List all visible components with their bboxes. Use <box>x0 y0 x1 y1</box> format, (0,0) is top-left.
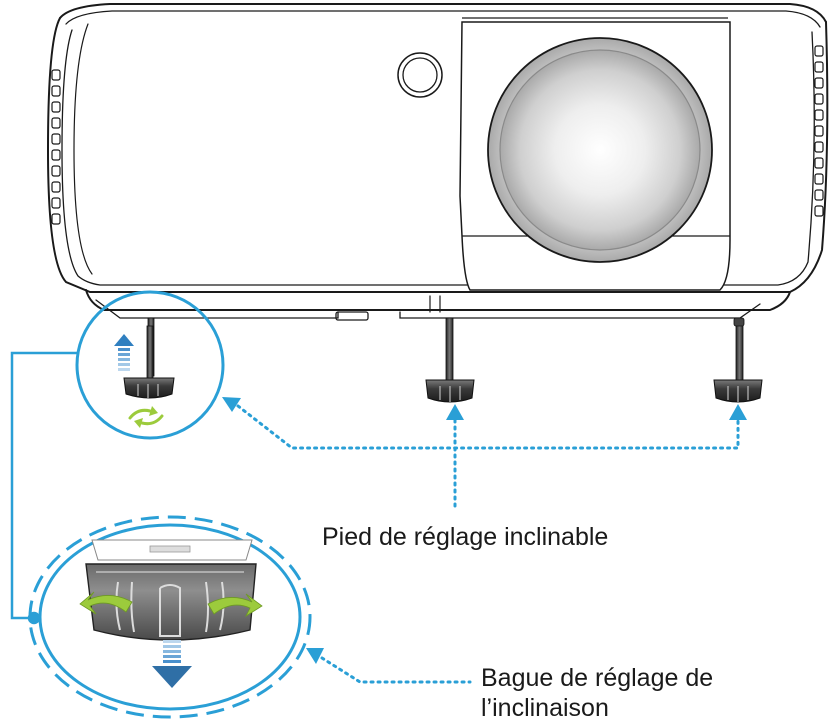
twist-left-arrow-icon <box>79 591 133 615</box>
rotate-arrow-icon <box>128 406 164 428</box>
right-vents <box>814 45 824 217</box>
foot-pointer-arrowheads <box>222 397 747 420</box>
projector-body <box>46 3 829 321</box>
callout-connector <box>10 351 78 625</box>
tilt-foot-label: Pied de réglage inclinable <box>322 523 609 551</box>
ring-zoom-callout <box>28 515 312 719</box>
up-arrow-icon <box>114 334 134 371</box>
ir-sensor <box>397 52 443 98</box>
ring-pointer-line <box>306 648 472 684</box>
tilt-ring-label-line2: l’inclinaison <box>481 694 609 722</box>
projection-lens <box>487 37 713 263</box>
foot-pointer-lines <box>236 404 740 512</box>
foot-zoom-callout <box>75 290 225 440</box>
tilt-ring-label-line1: Bague de réglage de <box>481 664 714 692</box>
twist-right-arrow-icon <box>207 593 263 618</box>
left-vents <box>51 69 61 225</box>
down-arrow-icon <box>152 640 192 688</box>
tilt-foot-center <box>425 317 475 403</box>
tilt-ring-label: Bague de réglage de l’inclinaison <box>481 663 713 723</box>
tilt-foot-right <box>713 317 763 403</box>
